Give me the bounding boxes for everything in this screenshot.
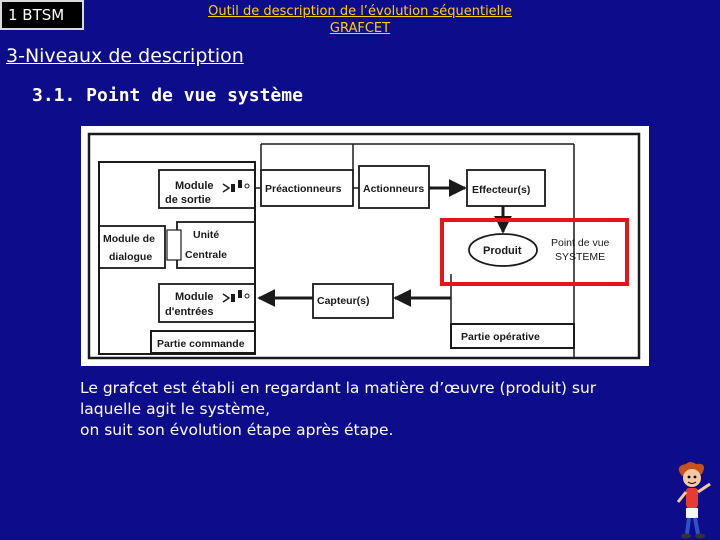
module-entrees-box <box>158 283 256 323</box>
module-entrees-label-1: Module <box>175 291 214 303</box>
partie-operative-box <box>450 323 575 349</box>
optocoupler-input-icon <box>222 290 250 303</box>
actionneurs-label: Actionneurs <box>363 183 424 195</box>
module-dialogue-label-1: Module de <box>103 233 155 245</box>
unite-centrale-chip <box>166 229 182 261</box>
module-sortie-label-1: Module <box>175 180 214 192</box>
produit-label: Produit <box>483 245 522 257</box>
module-entrees-label-2: d'entrées <box>165 306 213 318</box>
unite-label: Unité <box>193 229 219 241</box>
caption-line2: laquelle agit le système, <box>80 400 270 418</box>
module-dialogue-label-2: dialogue <box>109 251 152 263</box>
system-diagram: Partie opérative Partie commande Module … <box>81 126 649 366</box>
module-sortie-label-2: de sortie <box>165 194 211 206</box>
caption-line1: Le grafcet est établi en regardant la ma… <box>80 379 597 397</box>
section-title: 3-Niveaux de description <box>6 45 244 67</box>
point-de-vue-label-2: SYSTEME <box>555 251 605 263</box>
document-title-line1: Outil de description de l’évolution séqu… <box>208 4 512 19</box>
partie-operative-label: Partie opérative <box>461 331 540 343</box>
capteurs-box <box>312 283 394 319</box>
preactionneurs-label: Préactionneurs <box>265 183 342 195</box>
document-title: Outil de description de l’évolution séqu… <box>150 3 570 37</box>
diagram-outer-frame <box>87 132 641 360</box>
caption-line3: on suit son évolution étape après étape. <box>80 421 394 439</box>
effecteurs-box <box>466 169 546 207</box>
centrale-label: Centrale <box>185 249 227 261</box>
document-title-line2: GRAFCET <box>329 21 391 36</box>
partie-commande-box <box>150 330 256 354</box>
cartoon-mascot-icon <box>676 462 711 539</box>
caption: Le grafcet est établi en regardant la ma… <box>80 378 710 441</box>
partie-commande-label: Partie commande <box>157 338 245 350</box>
capteurs-label: Capteur(s) <box>317 295 370 307</box>
module-dialogue-box <box>98 225 166 269</box>
class-badge: 1 BTSM <box>0 0 84 30</box>
point-de-vue-highlight <box>440 218 629 286</box>
system-diagram-svg: Partie opérative Partie commande Module … <box>87 132 641 360</box>
point-de-vue-label-1: Point de vue <box>551 237 610 249</box>
module-sortie-box <box>158 169 256 209</box>
effecteurs-label: Effecteur(s) <box>472 184 530 196</box>
produit-ellipse <box>468 233 538 267</box>
optocoupler-output-icon <box>222 180 250 193</box>
subsection-title: 3.1. Point de vue système <box>32 85 303 106</box>
